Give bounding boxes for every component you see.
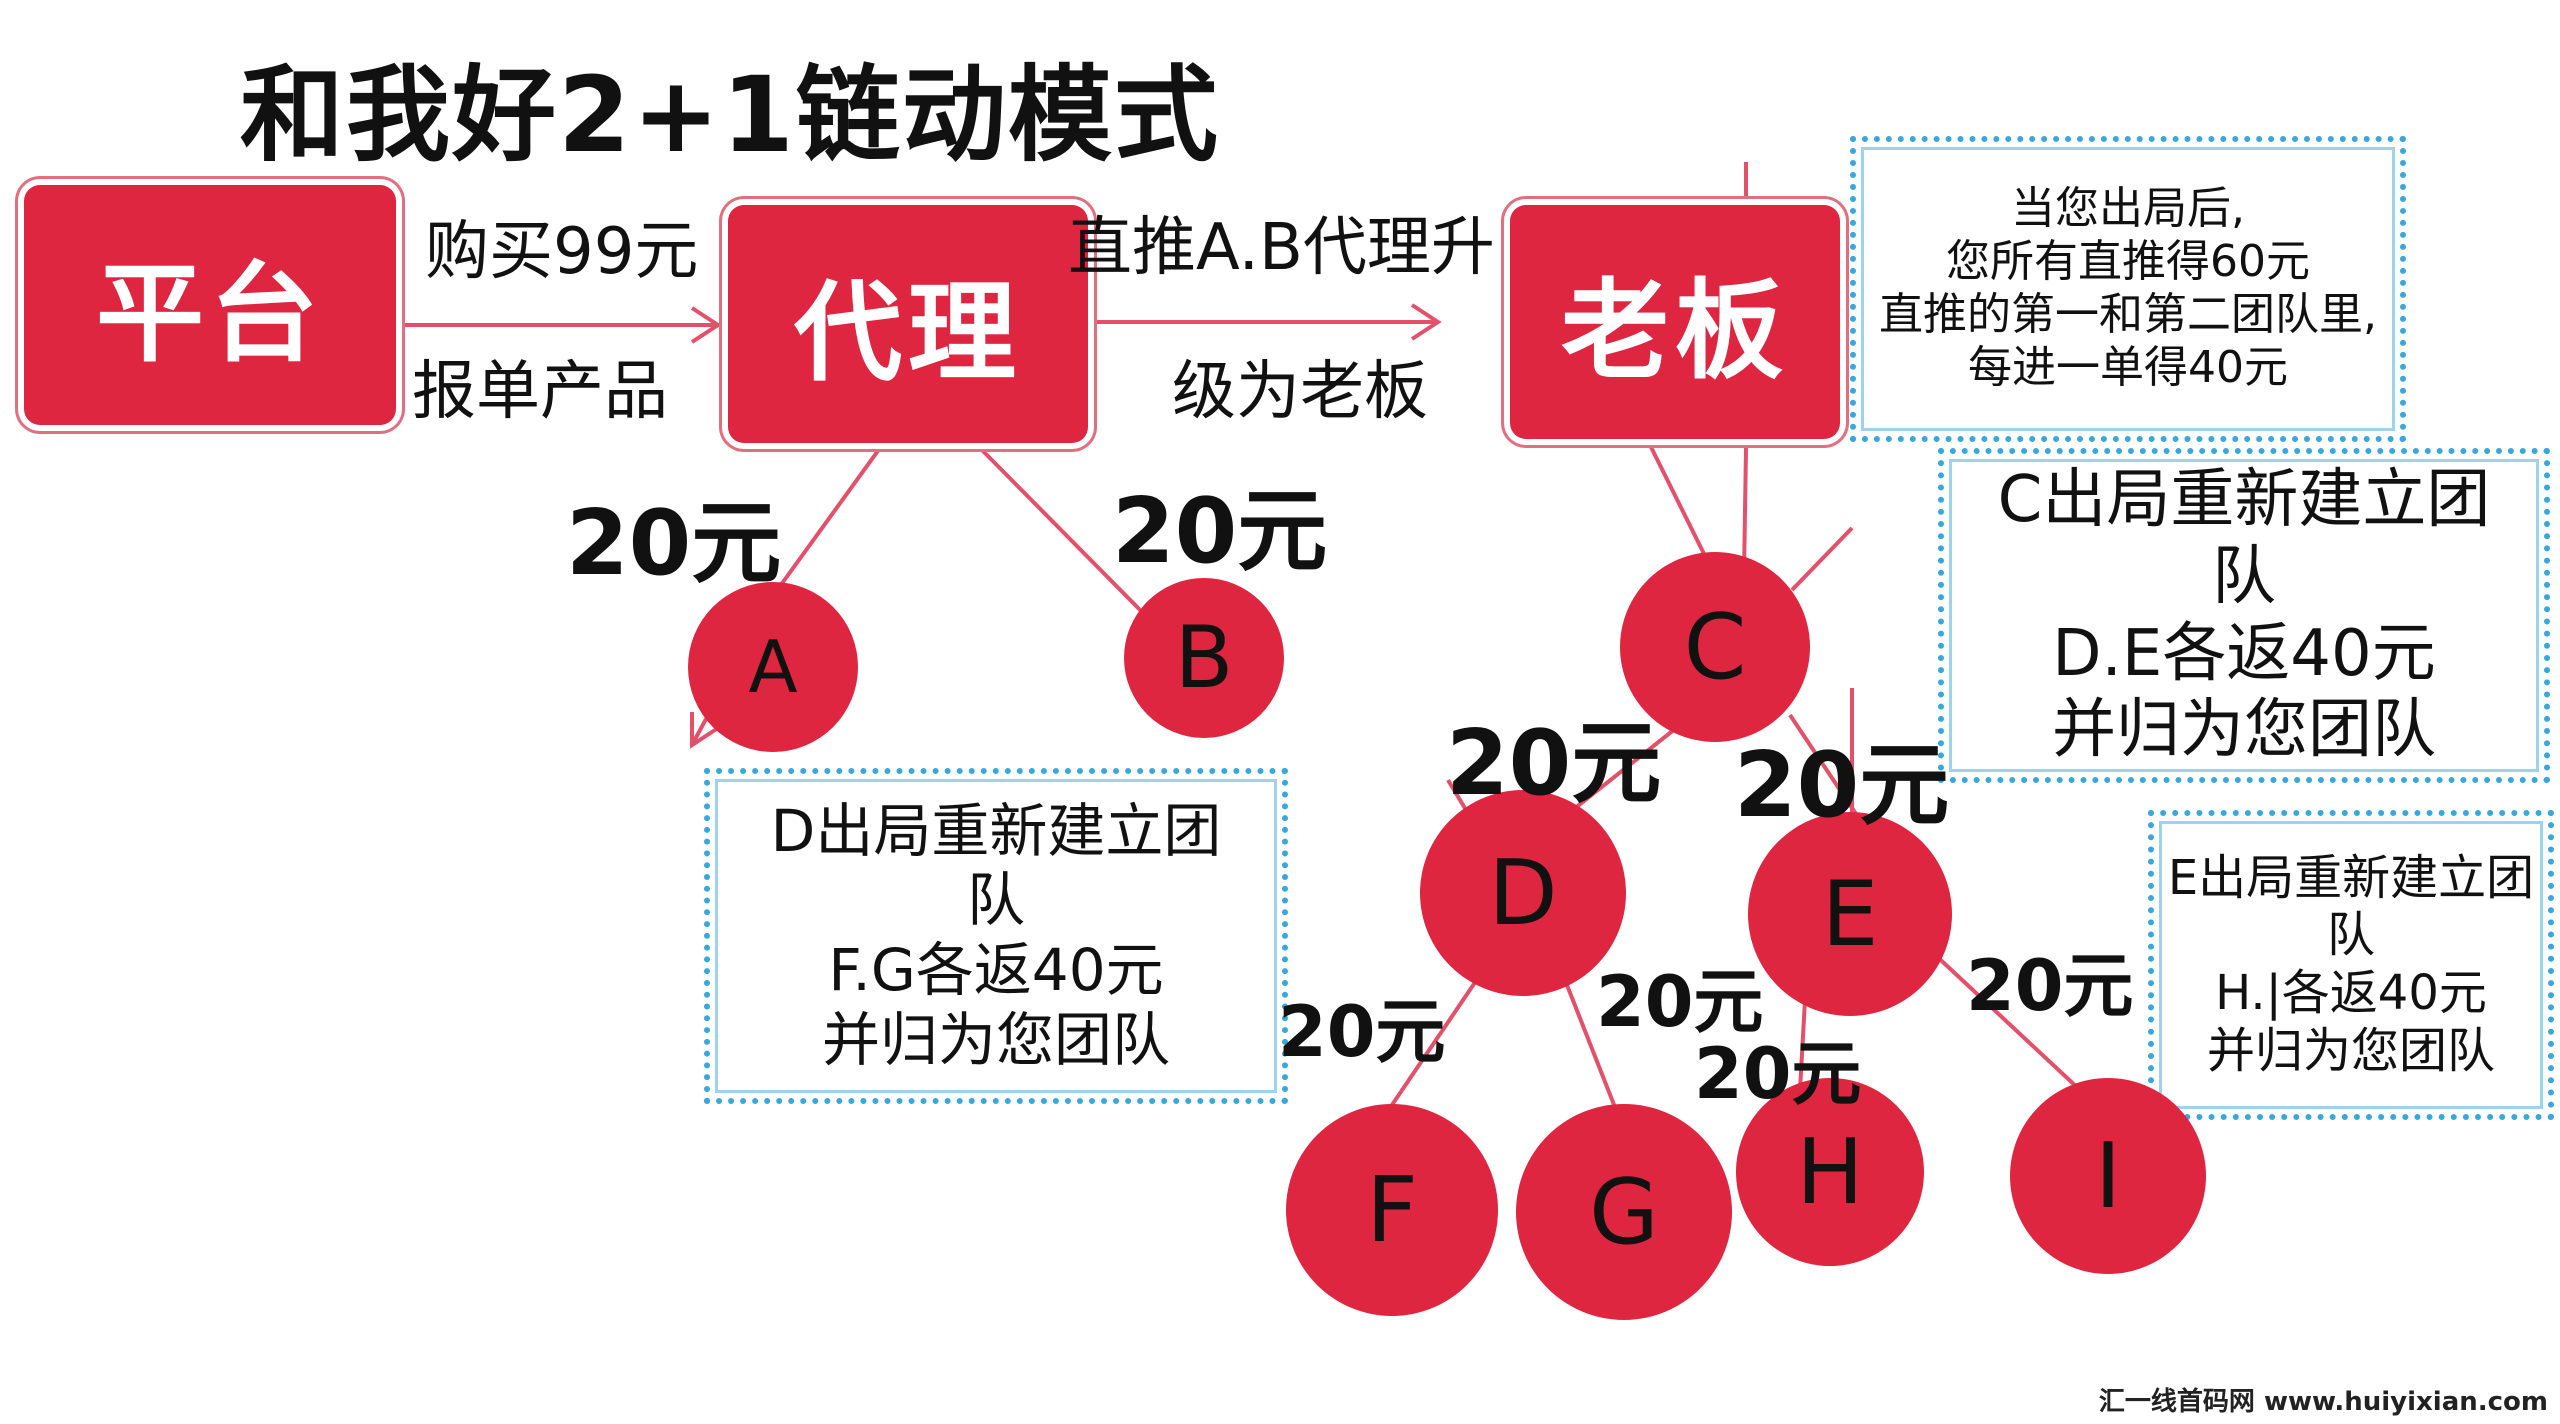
platform-agent-arrowhead	[690, 306, 722, 344]
c-note-box: C出局重新建立团 队 D.E各返40元 并归为您团队	[1938, 448, 2550, 783]
agent-b-line	[978, 446, 1152, 622]
c-side-line	[1790, 526, 1854, 592]
e-note-line-3: H.|各返40元	[2215, 965, 2487, 1021]
amount-c-e: 20元	[1734, 733, 1950, 838]
node-b: B	[1124, 578, 1284, 738]
c-d-line	[1558, 723, 1682, 822]
c-note-line-4: 并归为您团队	[2052, 693, 2436, 768]
c-e-line	[1788, 713, 1862, 822]
agent-a-line	[768, 446, 882, 602]
boss-box: 老板	[1510, 205, 1840, 439]
edge-label-upgrade-top: 直推A.B代理升	[1068, 211, 1495, 285]
watermark: 汇一线首码网 www.huiyixian.com	[2098, 1387, 2548, 1417]
edge-label-upgrade-bottom: 级为老板	[1172, 355, 1428, 429]
edge-label-buy-top: 购买99元	[425, 215, 699, 289]
e-note-line-1: E出局重新建立团	[2167, 849, 2535, 906]
c-note-line-3: D.E各返40元	[2052, 616, 2436, 691]
node-i: I	[2010, 1078, 2206, 1274]
boss-note-line-2: 您所有直推得60元	[1946, 236, 2310, 288]
boss-note-line-3: 直推的第一和第二团队里,	[1879, 289, 2377, 340]
node-c: C	[1620, 552, 1810, 742]
agent-boss-arrowhead	[1410, 303, 1442, 341]
amount-e-h: 20元	[1694, 1033, 1862, 1115]
edge-label-buy-bottom: 报单产品	[412, 355, 668, 429]
e-note-line-2: 队	[2326, 907, 2375, 964]
page-title: 和我好2+1链动模式	[240, 54, 1220, 176]
boss-note-box: 当您出局后, 您所有直推得60元 直推的第一和第二团队里, 每进一单得40元	[1850, 136, 2406, 442]
node-a: A	[688, 582, 858, 752]
boss-c-line-2	[1648, 444, 1714, 571]
boss-c-line	[1742, 447, 1748, 576]
e-h-line	[1798, 999, 1807, 1091]
node-e: E	[1748, 812, 1952, 1016]
amount-agent-b: 20元	[1112, 479, 1328, 584]
boss-note-line-1: 当您出局后,	[2011, 183, 2245, 235]
d-extra-line	[1446, 778, 1468, 812]
d-g-line	[1563, 979, 1622, 1121]
amount-d-g: 20元	[1596, 961, 1764, 1043]
node-h: H	[1736, 1078, 1924, 1266]
amount-agent-a: 20元	[566, 491, 782, 596]
e-note-line-4: 并归为您团队	[2206, 1022, 2495, 1079]
d-note-line-2: 队	[966, 866, 1025, 935]
c-note-line-1: C出局重新建立团	[1997, 462, 2491, 537]
platform-box: 平台	[24, 185, 396, 425]
boss-note-line-4: 每进一单得40元	[1968, 341, 2288, 393]
e-note-box: E出局重新建立团 队 H.|各返40元 并归为您团队	[2148, 810, 2554, 1120]
amount-c-d: 20元	[1446, 711, 1662, 816]
d-note-line-4: 并归为您团队	[821, 1005, 1170, 1074]
d-note-line-1: D出局重新建立团	[770, 796, 1222, 865]
c-note-line-2: 队	[2212, 539, 2276, 614]
amount-d-f: 20元	[1278, 991, 1446, 1073]
node-f: F	[1286, 1104, 1498, 1316]
d-note-line-3: F.G各返40元	[828, 936, 1164, 1004]
amount-e-i: 20元	[1966, 945, 2134, 1027]
agent-box: 代理	[728, 205, 1088, 443]
node-d: D	[1420, 790, 1626, 996]
node-g: G	[1516, 1104, 1732, 1320]
d-note-box: D出局重新建立团 队 F.G各返40元 并归为您团队	[704, 768, 1288, 1104]
e-i-line	[1928, 948, 2082, 1092]
agent-a-arrowhead	[690, 712, 720, 749]
